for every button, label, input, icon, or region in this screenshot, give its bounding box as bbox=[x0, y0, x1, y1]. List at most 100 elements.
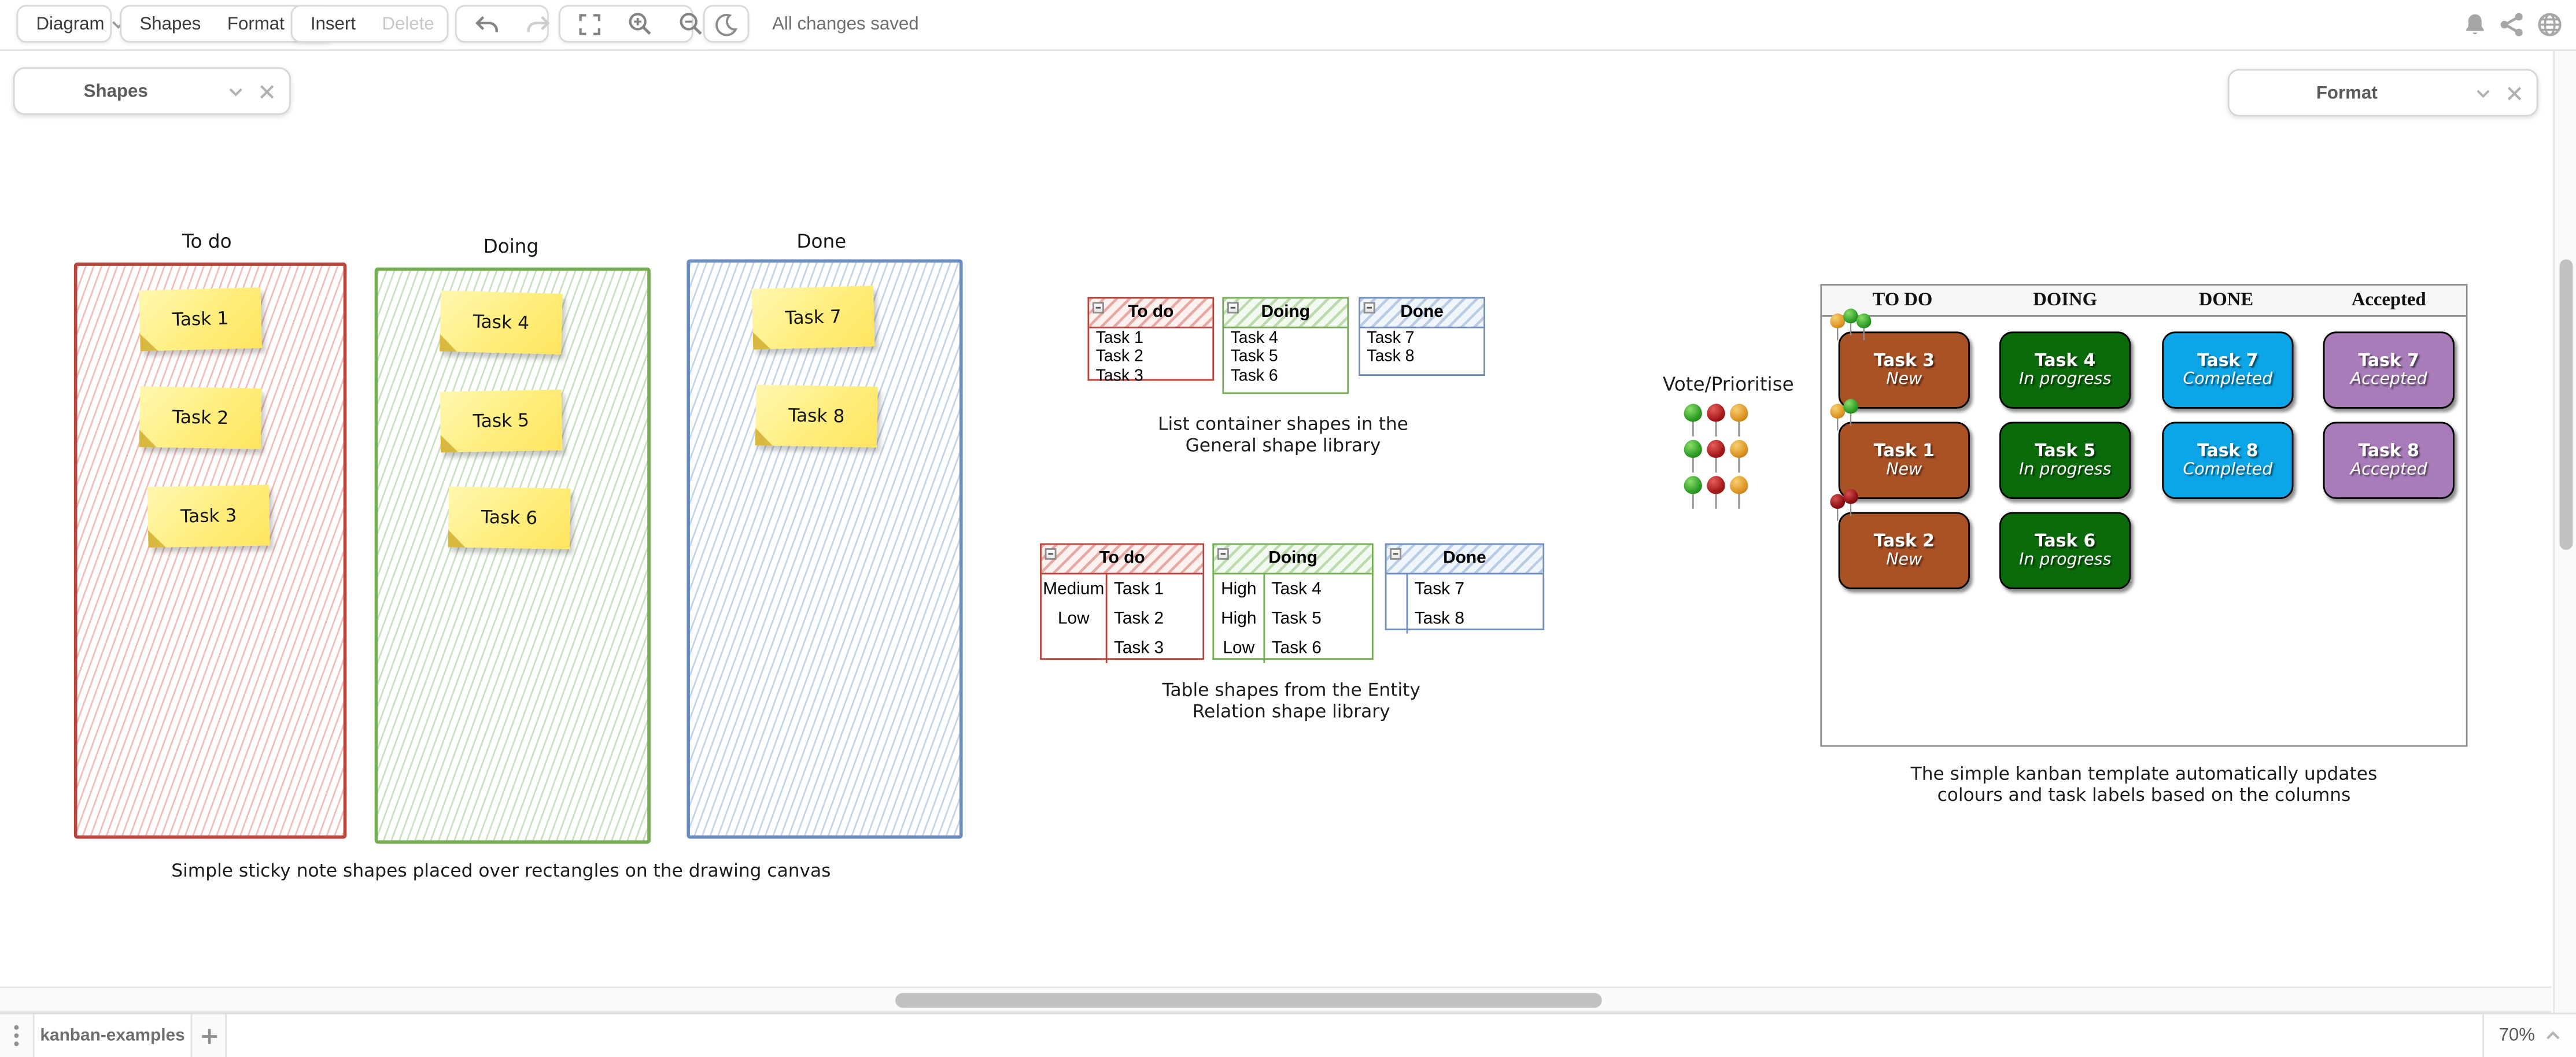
pin-red-icon[interactable] bbox=[1707, 404, 1725, 438]
sticky-note[interactable]: Task 1 bbox=[139, 287, 262, 352]
horizontal-scrollbar[interactable] bbox=[0, 986, 2552, 1013]
table-cell[interactable]: High bbox=[1221, 579, 1257, 600]
format-toggle-button[interactable]: Format bbox=[227, 14, 285, 34]
zoom-in-icon[interactable] bbox=[628, 12, 652, 36]
collapse-icon[interactable] bbox=[1390, 548, 1402, 560]
table-cell[interactable]: Low bbox=[1223, 638, 1255, 659]
notifications-bell-icon[interactable] bbox=[2461, 12, 2487, 38]
vertical-scrollbar[interactable] bbox=[2553, 49, 2576, 1013]
vertical-scrollbar-thumb[interactable] bbox=[2559, 259, 2573, 550]
table-shape-done[interactable]: Done Task 7 Task 8 bbox=[1385, 543, 1545, 634]
table-header[interactable]: Done bbox=[1386, 545, 1543, 575]
list-item[interactable]: Task 5 bbox=[1230, 348, 1278, 367]
sticky-column-doing-rect[interactable] bbox=[374, 267, 651, 844]
zoom-level-control[interactable]: 70% bbox=[2483, 1014, 2576, 1057]
collapse-icon[interactable] bbox=[1227, 302, 1239, 314]
table-header[interactable]: Doing bbox=[1214, 545, 1372, 575]
kanban-card[interactable]: Task 6 In progress bbox=[1999, 512, 2131, 590]
shapes-panel-header[interactable]: Shapes bbox=[13, 67, 291, 115]
list-item[interactable]: Task 6 bbox=[1230, 367, 1278, 386]
sticky-note[interactable]: Task 4 bbox=[439, 290, 563, 355]
kanban-card[interactable]: Task 7 Completed bbox=[2162, 331, 2294, 409]
list-item[interactable]: Task 7 bbox=[1367, 330, 1415, 348]
horizontal-scrollbar-thumb[interactable] bbox=[895, 993, 1602, 1008]
kanban-card[interactable]: Task 3 New bbox=[1830, 308, 1970, 409]
zoom-out-icon[interactable] bbox=[678, 12, 703, 36]
kanban-card[interactable]: Task 8 Accepted bbox=[2323, 422, 2455, 499]
undo-icon[interactable] bbox=[475, 14, 500, 34]
sticky-note[interactable]: Task 6 bbox=[448, 486, 571, 549]
sticky-column-todo-rect[interactable] bbox=[73, 263, 347, 839]
collapse-icon[interactable] bbox=[1217, 548, 1229, 560]
table-cell[interactable] bbox=[1042, 634, 1106, 663]
table-cell[interactable]: Task 2 bbox=[1113, 609, 1164, 629]
table-cell[interactable]: Task 4 bbox=[1271, 579, 1322, 600]
pin-red-icon[interactable] bbox=[1707, 439, 1725, 475]
list-container-todo[interactable]: To do Task 1 Task 2 Task 3 bbox=[1087, 297, 1215, 385]
table-cell[interactable]: Task 7 bbox=[1414, 579, 1464, 600]
vote-label[interactable]: Vote/Prioritise bbox=[1662, 372, 1794, 396]
pin-green-icon[interactable] bbox=[1684, 439, 1702, 475]
table-cell[interactable]: High bbox=[1221, 609, 1257, 629]
kanban-caption-line1[interactable]: The simple kanban template automatically… bbox=[1910, 763, 2378, 785]
table-header[interactable]: To do bbox=[1041, 545, 1203, 575]
kanban-table[interactable]: TO DO DOING DONE Accepted Task 3 New Tas… bbox=[1820, 284, 2468, 747]
add-page-button[interactable] bbox=[192, 1014, 227, 1057]
table-cell[interactable]: Task 5 bbox=[1271, 609, 1322, 629]
table-shape-doing[interactable]: Doing High High Low Task 4 Task 5 Task 6 bbox=[1212, 543, 1374, 663]
list-item[interactable]: Task 3 bbox=[1095, 367, 1143, 386]
kanban-header-doing[interactable]: DOING bbox=[2033, 290, 2098, 311]
kanban-caption-line2[interactable]: colours and task labels based on the col… bbox=[1937, 784, 2351, 806]
redo-icon[interactable] bbox=[526, 14, 551, 34]
pages-menu-button[interactable] bbox=[0, 1014, 35, 1057]
sticky-note[interactable]: Task 7 bbox=[751, 286, 875, 350]
diagram-menu-button[interactable]: Diagram bbox=[16, 5, 124, 43]
list-container-doing[interactable]: Doing Task 4 Task 5 Task 6 bbox=[1222, 297, 1349, 394]
pin-red-icon[interactable] bbox=[1707, 476, 1725, 511]
table-cell[interactable] bbox=[1386, 604, 1406, 634]
collapse-icon[interactable] bbox=[1363, 302, 1375, 314]
table-cell[interactable]: Task 3 bbox=[1113, 638, 1164, 659]
theme-toggle-button[interactable] bbox=[703, 5, 750, 43]
list-header[interactable]: Done bbox=[1360, 298, 1484, 328]
list-header[interactable]: To do bbox=[1089, 298, 1213, 328]
table-cell[interactable] bbox=[1386, 574, 1406, 604]
sticky-column-title-doing[interactable]: Doing bbox=[483, 234, 539, 258]
collapse-icon[interactable] bbox=[1092, 302, 1104, 314]
collapse-icon[interactable] bbox=[1045, 548, 1057, 560]
pin-orange-icon[interactable] bbox=[1730, 439, 1748, 475]
sticky-note[interactable]: Task 2 bbox=[139, 386, 262, 449]
pin-orange-icon[interactable] bbox=[1730, 404, 1748, 438]
list-item[interactable]: Task 8 bbox=[1367, 348, 1415, 367]
list-item[interactable]: Task 4 bbox=[1230, 330, 1278, 348]
sticky-board-caption[interactable]: Simple sticky note shapes placed over re… bbox=[171, 860, 831, 882]
table-caption-line2[interactable]: Relation shape library bbox=[1192, 701, 1390, 722]
table-cell[interactable]: Task 6 bbox=[1271, 638, 1322, 659]
pin-orange-icon[interactable] bbox=[1730, 476, 1748, 511]
close-icon[interactable] bbox=[260, 84, 275, 99]
pin-green-icon[interactable] bbox=[1684, 404, 1702, 438]
fullscreen-icon[interactable] bbox=[578, 12, 601, 35]
shapes-toggle-button[interactable]: Shapes bbox=[139, 14, 201, 34]
kanban-card[interactable]: Task 2 New bbox=[1830, 489, 1970, 590]
format-panel-header[interactable]: Format bbox=[2227, 69, 2538, 117]
sticky-column-title-todo[interactable]: To do bbox=[182, 230, 232, 253]
chevron-down-icon[interactable] bbox=[228, 86, 243, 96]
kanban-card[interactable]: Task 4 In progress bbox=[1999, 331, 2131, 409]
sticky-column-done-rect[interactable] bbox=[687, 259, 963, 839]
table-shape-todo[interactable]: To do Medium Low Task 1 Task 2 Task 3 bbox=[1040, 543, 1205, 663]
kanban-card[interactable]: Task 8 Completed bbox=[2162, 422, 2294, 499]
kanban-card[interactable]: Task 1 New bbox=[1830, 398, 1970, 499]
chevron-down-icon[interactable] bbox=[2476, 88, 2491, 98]
kanban-header-accepted[interactable]: Accepted bbox=[2351, 290, 2426, 311]
page-tab[interactable]: kanban-examples bbox=[34, 1014, 193, 1057]
sticky-note[interactable]: Task 5 bbox=[440, 389, 563, 453]
insert-button[interactable]: Insert bbox=[310, 14, 356, 34]
list-caption-line1[interactable]: List container shapes in the bbox=[1158, 413, 1408, 435]
language-globe-icon[interactable] bbox=[2537, 12, 2563, 38]
close-icon[interactable] bbox=[2507, 86, 2522, 101]
list-item[interactable]: Task 1 bbox=[1095, 330, 1143, 348]
sticky-column-title-done[interactable]: Done bbox=[796, 230, 847, 253]
kanban-header-done[interactable]: DONE bbox=[2198, 290, 2254, 311]
kanban-card[interactable]: Task 5 In progress bbox=[1999, 422, 2131, 499]
